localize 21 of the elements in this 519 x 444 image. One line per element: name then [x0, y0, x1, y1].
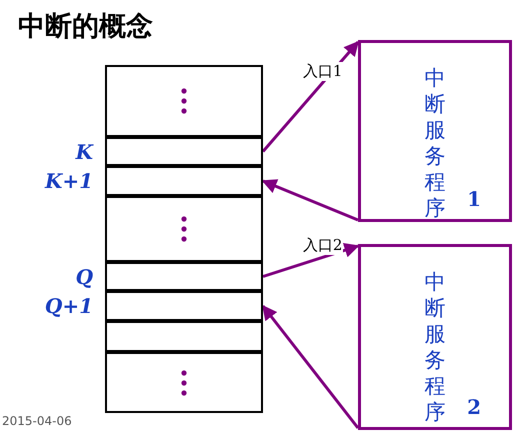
- address-label: Q: [76, 264, 93, 288]
- routine-name: 中断服务程序: [424, 65, 446, 221]
- arrow: [262, 242, 360, 278]
- routine-name: 中断服务程序: [424, 269, 446, 425]
- routine-number: 1: [467, 187, 481, 211]
- arrow: [262, 304, 360, 429]
- memory-cell: [105, 352, 263, 413]
- service-routine-box: [358, 40, 512, 222]
- memory-cell: [105, 321, 263, 352]
- address-label: Q+1: [44, 294, 93, 318]
- service-routine-box: [358, 244, 512, 430]
- routine-number: 2: [467, 395, 481, 419]
- date-label: 2015-04-06: [2, 414, 72, 428]
- edge-label: 入口2: [302, 236, 344, 255]
- edge-label: 入口1: [302, 62, 344, 81]
- address-label: K+1: [44, 169, 93, 193]
- title: 中断的概念: [18, 10, 153, 44]
- arrow: [262, 179, 359, 222]
- address-label: K: [76, 140, 93, 164]
- memory-cell: [105, 196, 263, 262]
- memory-cell: [105, 65, 263, 137]
